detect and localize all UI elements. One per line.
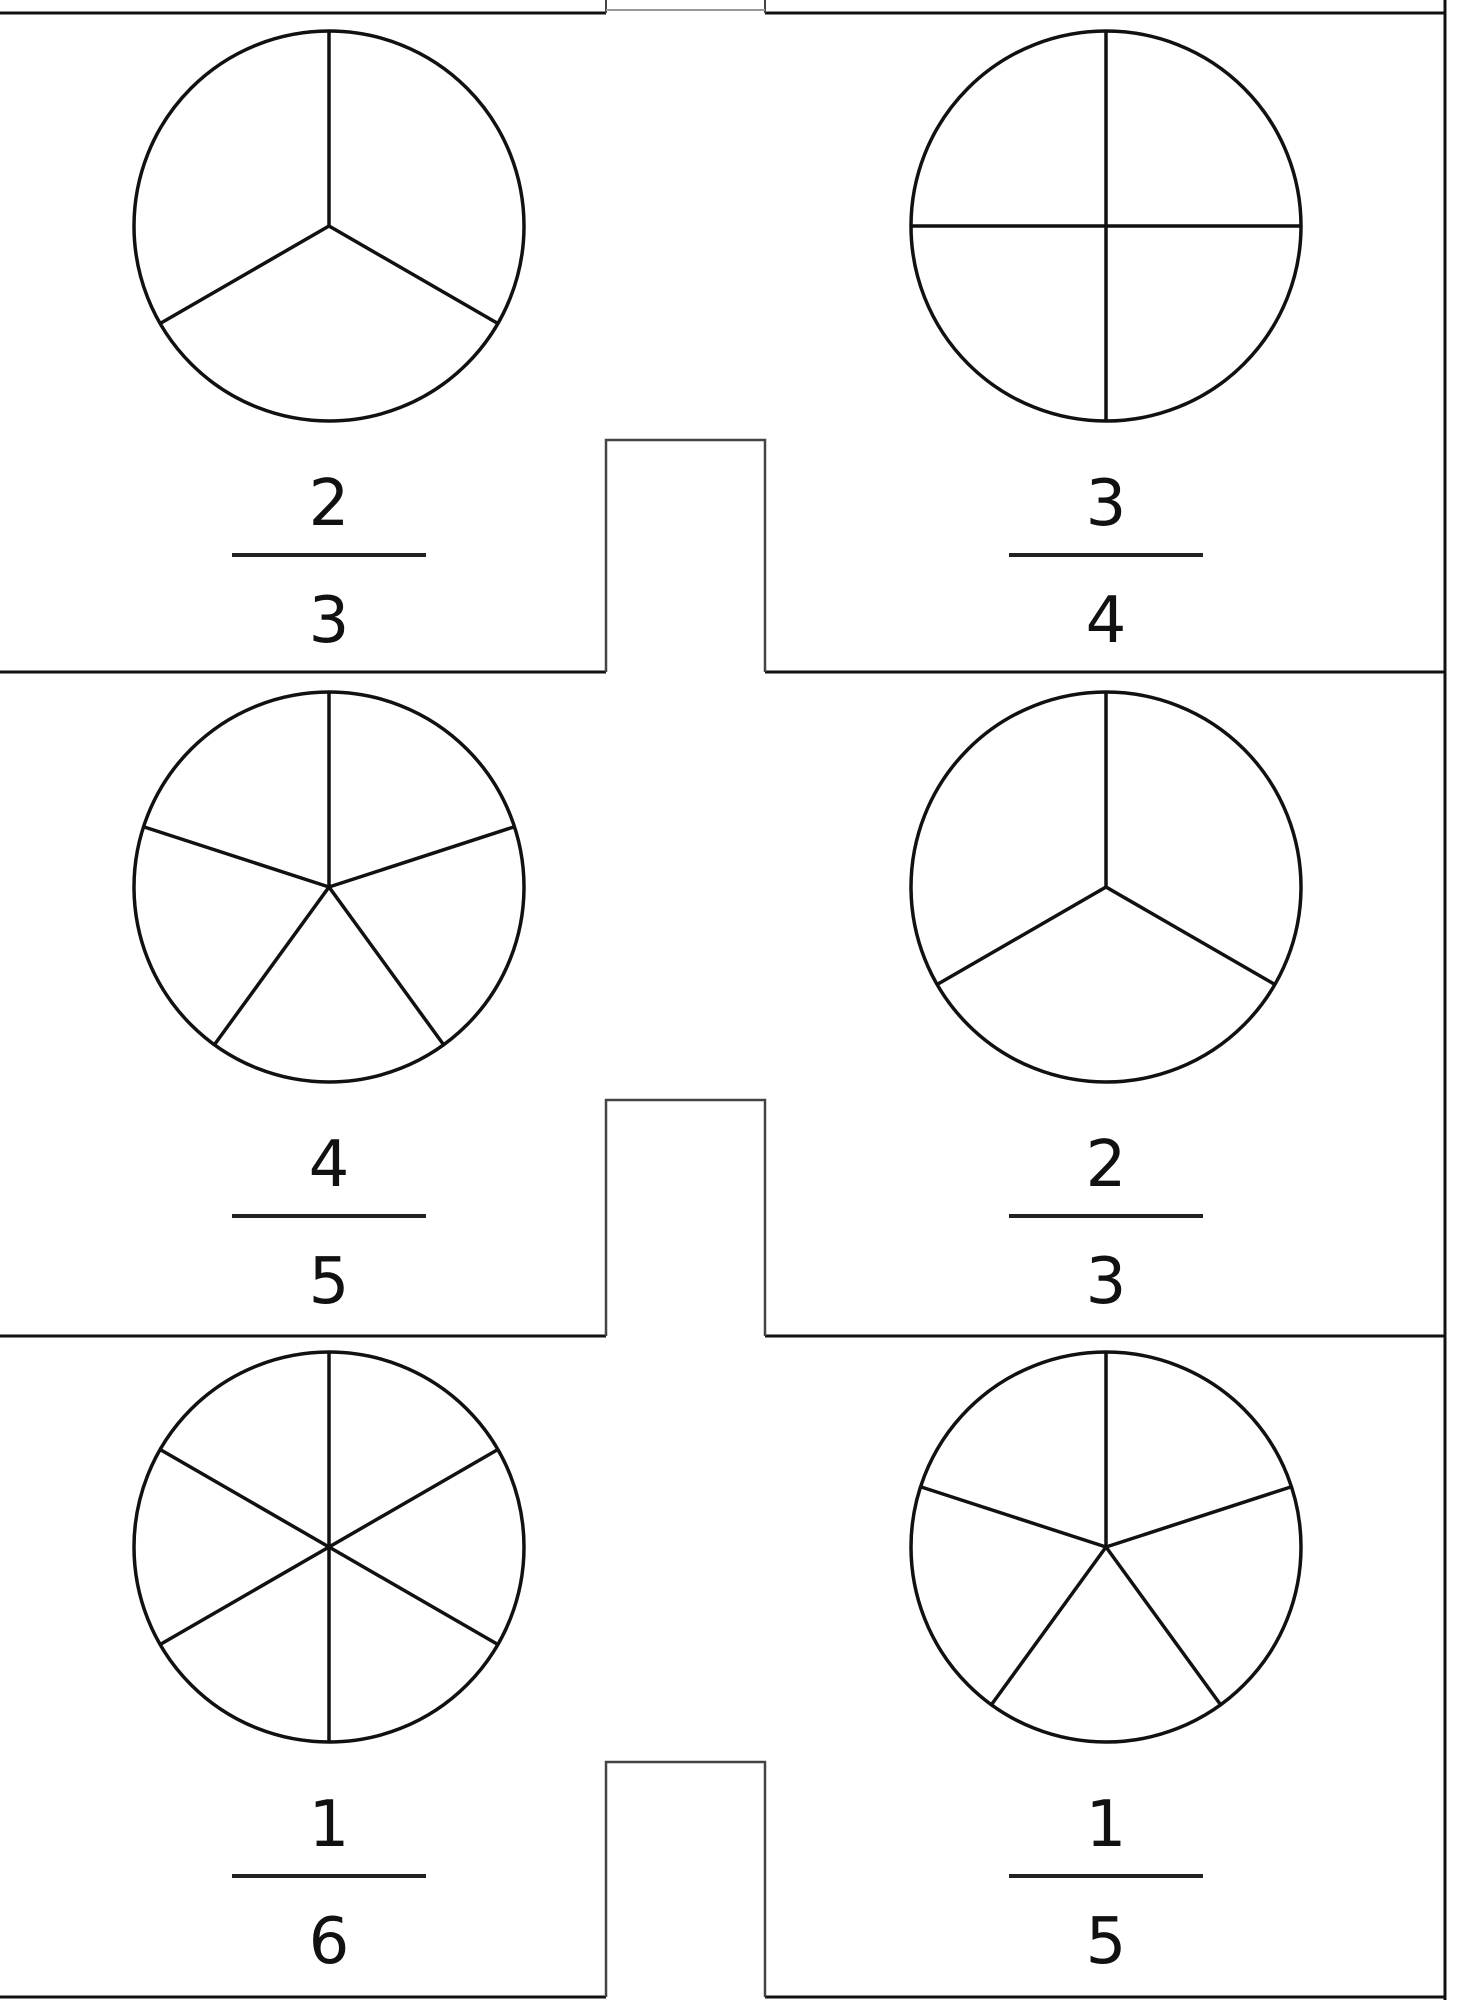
fraction-item-left: 16 [132,1350,526,1979]
circle-division-line [328,825,515,889]
circle-division-line [1104,1545,1223,1706]
fraction-denominator: 3 [309,584,350,658]
circle-division-line [159,1447,330,1549]
circle-division-line [328,1447,499,1549]
fraction-denominator: 6 [309,1905,350,1979]
circle-division-line [328,1545,499,1647]
circle-division-line [1105,1485,1292,1549]
circle-division-line [920,1485,1107,1549]
circle-division-line [143,825,330,889]
circle-division-line [328,224,499,326]
fraction-item-left: 45 [132,690,526,1319]
fraction-denominator: 5 [1086,1905,1127,1979]
circle-division-line [1105,885,1276,987]
fraction-denominator: 3 [1086,1245,1127,1319]
circle-division-line [212,885,331,1046]
fraction-numerator: 3 [1086,467,1127,541]
fraction-item-right: 15 [909,1350,1303,1979]
answer-box[interactable] [604,438,767,672]
circle-division-line [327,885,446,1046]
fraction-numerator: 4 [309,1128,350,1202]
fraction-numerator: 2 [1086,1128,1127,1202]
fraction-numerator: 1 [309,1788,350,1862]
fraction-denominator: 5 [309,1245,350,1319]
fraction-item-left: 23 [132,29,526,658]
circle-division-line [159,224,330,326]
circle-division-line [989,1545,1108,1706]
fraction-numerator: 2 [309,467,350,541]
fraction-item-right: 23 [909,690,1303,1319]
fraction-item-right: 34 [909,29,1303,658]
answer-box[interactable] [604,1098,767,1336]
fraction-denominator: 4 [1086,584,1127,658]
circle-division-line [159,1545,330,1647]
answer-box[interactable] [604,1760,767,1997]
circle-division-line [936,885,1107,987]
fraction-numerator: 1 [1086,1788,1127,1862]
